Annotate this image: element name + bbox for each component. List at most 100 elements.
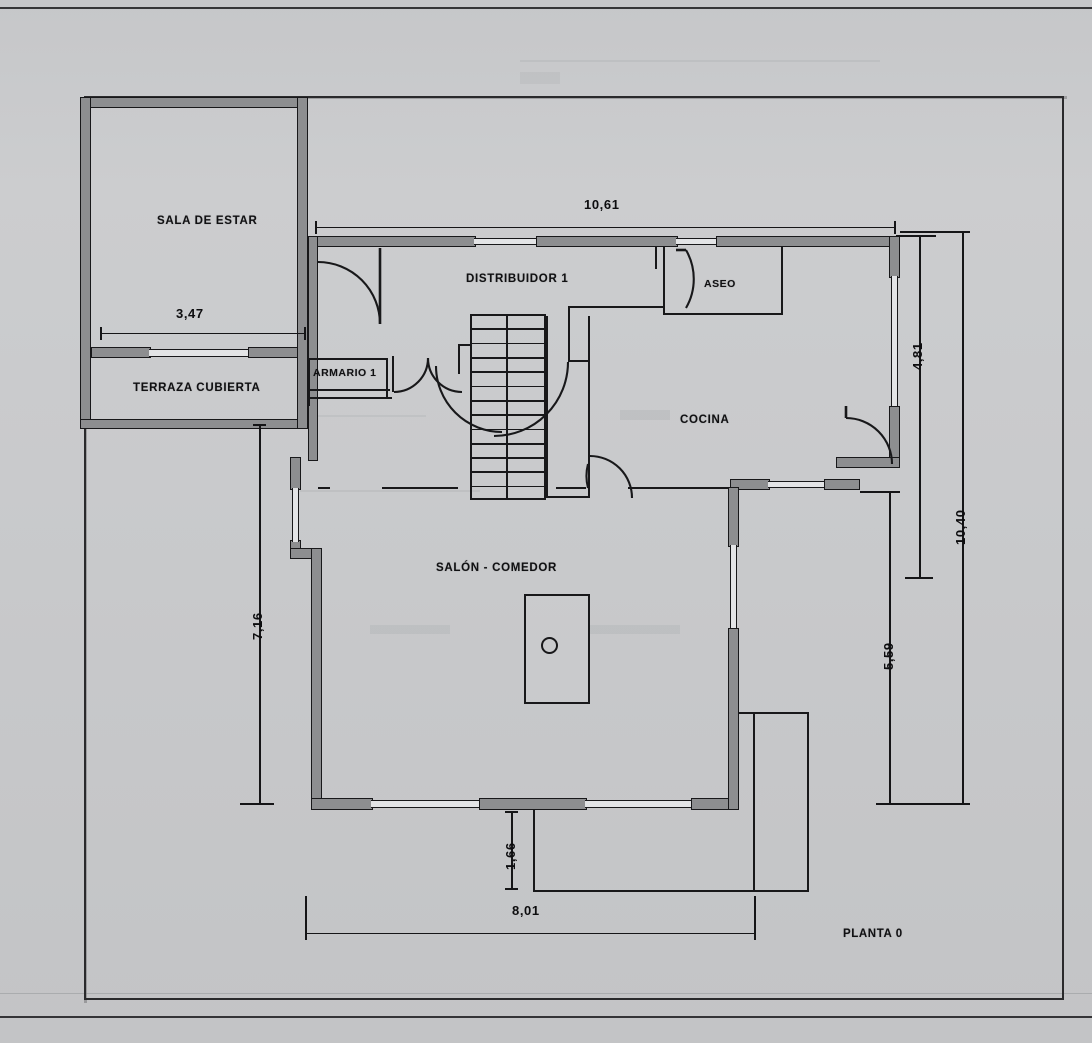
porch-outline-top xyxy=(739,712,809,714)
dimline-347 xyxy=(101,333,306,335)
furniture-table-center-circle xyxy=(541,637,558,654)
window-terraza xyxy=(149,349,250,357)
wall-sala-terraza-left xyxy=(91,347,151,358)
dimension-347: 3,47 xyxy=(176,306,204,321)
stair-tread xyxy=(470,428,546,431)
window-cocina-bottom xyxy=(768,481,826,488)
room-label-sala-de-estar: SALA DE ESTAR xyxy=(157,215,258,227)
wall-cocina-bottom-right xyxy=(836,457,900,468)
sheet-edge-bottom xyxy=(0,1016,1092,1018)
wall-armario-top xyxy=(310,358,388,360)
wall-terraza-bottom xyxy=(80,419,308,429)
wall-mid-b xyxy=(382,487,458,489)
stair-landing-right xyxy=(588,316,590,496)
wall-main-top-c xyxy=(716,236,900,247)
drawing-frame xyxy=(84,96,1064,1000)
wall-salon-right-a xyxy=(728,487,739,547)
stair-bottom-edge xyxy=(470,498,546,500)
wall-distribuidor-stub xyxy=(568,360,588,362)
stair-tread xyxy=(470,399,546,402)
stair-tread xyxy=(470,385,546,388)
bleed-line-c xyxy=(316,415,426,417)
stair-top-edge xyxy=(470,314,546,316)
bleed-block-d xyxy=(590,625,680,634)
wall-aseo-right xyxy=(781,247,783,315)
dimtick-481-top xyxy=(896,235,936,237)
window-salon-right xyxy=(730,545,737,630)
porch-outline-inner xyxy=(753,712,755,892)
stair-landing-left xyxy=(546,316,548,496)
dimtick-1061-left xyxy=(315,221,317,234)
wall-sala-left xyxy=(80,97,91,429)
dimension-1040: 10,40 xyxy=(953,509,968,545)
dimtick-1061-right xyxy=(894,221,896,234)
sheet-edge-top xyxy=(0,7,1092,9)
wall-cocina-bottom-b xyxy=(824,479,860,490)
window-cocina-right xyxy=(891,276,898,408)
window-distribuidor-1 xyxy=(474,238,538,245)
bleed-block-b xyxy=(620,410,670,420)
stair-entry-stub-v xyxy=(458,344,460,374)
wall-salon-bottom-a xyxy=(311,798,373,810)
stair-tread xyxy=(470,471,546,474)
dimtick-559-top xyxy=(860,491,900,493)
window-salon-left xyxy=(292,488,299,542)
wall-mid-d xyxy=(628,487,732,489)
room-label-aseo: ASEO xyxy=(704,278,736,290)
bleed-block-c xyxy=(370,625,450,634)
dimline-559 xyxy=(889,492,891,804)
dimline-716 xyxy=(259,425,261,805)
wall-main-right-upper-a xyxy=(889,236,900,278)
stair-tread xyxy=(470,485,546,488)
dimtick-801-left xyxy=(305,896,307,940)
dimension-801: 8,01 xyxy=(512,903,540,918)
dimtick-716-top xyxy=(253,424,266,426)
dimline-1040 xyxy=(962,232,964,804)
sheet-fold-line xyxy=(0,993,1092,994)
wall-salon-bottom-b xyxy=(479,798,587,810)
stair-tread xyxy=(470,342,546,345)
dimtick-347-right xyxy=(304,327,306,340)
wall-salon-left-jog-top xyxy=(290,457,301,490)
bleed-block-a xyxy=(520,72,560,84)
dimtick-166-top xyxy=(505,811,518,813)
wall-main-top-b xyxy=(536,236,678,247)
wall-distribuidor-bottom-right xyxy=(568,306,664,308)
dimtick-1040-top xyxy=(900,231,970,233)
wall-armario-bottom-inner xyxy=(310,389,390,391)
dimension-481: 4,81 xyxy=(910,342,925,370)
dimtick-559-bottom xyxy=(876,803,904,805)
wall-armario-right xyxy=(386,358,388,398)
wall-salon-left xyxy=(311,548,322,810)
room-label-cocina: COCINA xyxy=(680,414,730,426)
window-salon-bottom-1 xyxy=(371,800,481,808)
stair-tread xyxy=(470,457,546,459)
wall-salon-right-b xyxy=(728,628,739,810)
porch-outline-left xyxy=(533,810,535,892)
dimline-166 xyxy=(511,812,513,890)
bleed-line-b xyxy=(300,490,480,492)
stair-tread xyxy=(470,442,546,445)
wall-aseo-left xyxy=(663,269,665,315)
wall-armario-left xyxy=(308,358,310,406)
wall-armario-bottom xyxy=(308,397,392,399)
stair-tread xyxy=(470,371,546,373)
dimline-481 xyxy=(919,236,921,578)
wall-main-left-upper xyxy=(308,236,318,461)
dimtick-1040-bottom xyxy=(900,803,970,805)
dimline-1061 xyxy=(316,227,896,229)
room-label-terraza-cubierta: TERRAZA CUBIERTA xyxy=(133,382,261,394)
room-label-distribuidor-1: DISTRIBUIDOR 1 xyxy=(466,273,569,285)
porch-outline-bottom xyxy=(533,890,809,892)
wall-mid-a xyxy=(318,487,330,489)
dimtick-801-right xyxy=(754,896,756,940)
wall-sala-right xyxy=(297,97,308,429)
wall-aseo-left-stub xyxy=(663,247,665,271)
dimension-716: 7,16 xyxy=(250,612,265,640)
wall-distribuidor-right-vert xyxy=(568,306,570,362)
wall-sala-terraza-right xyxy=(248,347,298,358)
room-label-salon-comedor: SALÓN - COMEDOR xyxy=(436,562,558,574)
dimension-166: 1,66 xyxy=(503,842,518,870)
window-salon-bottom-2 xyxy=(585,800,693,808)
